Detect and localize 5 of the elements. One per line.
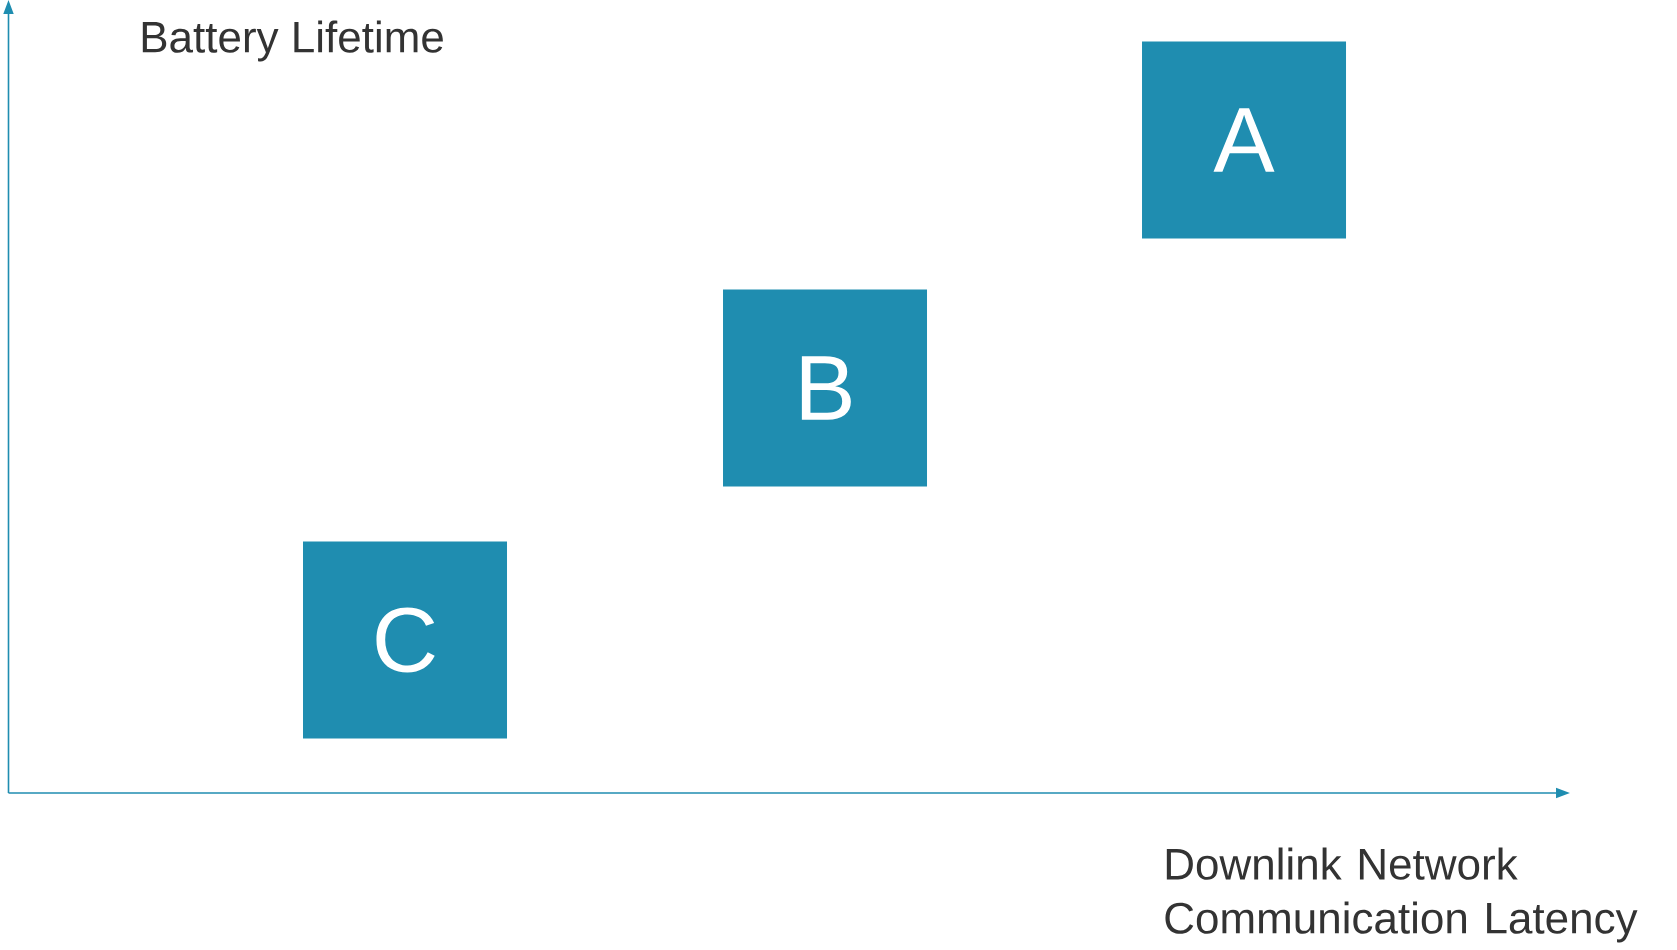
square-box: A (1142, 41, 1346, 239)
square-box: C (303, 541, 507, 739)
axis-label: Downlink Network Communication Latency (1165, 847, 1638, 943)
square-box: B (723, 289, 927, 487)
axis-label: Battery Lifetime (142, 20, 443, 62)
